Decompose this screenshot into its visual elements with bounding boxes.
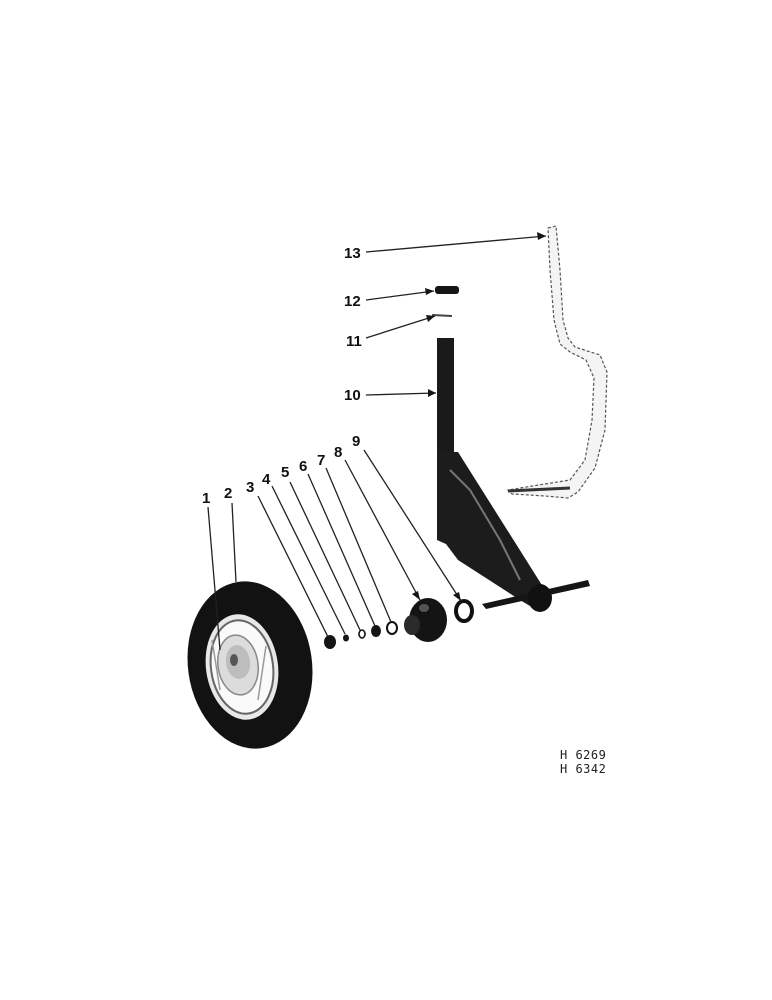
callout-9: 9: [352, 433, 360, 450]
callout-labels: 1 2 3 4 5 6 7 8 9 10 11 12 13: [202, 245, 362, 507]
part-6-bearing: [371, 625, 381, 637]
part-11-clip: [431, 314, 453, 317]
callout-2: 2: [224, 485, 232, 502]
leader-lines: [207, 232, 547, 651]
part-8-hub: [404, 598, 447, 642]
callout-10: 10: [344, 387, 361, 404]
reference-code-1: H 6269: [560, 748, 607, 762]
callout-13: 13: [344, 245, 361, 262]
callout-1: 1: [202, 490, 210, 507]
reference-code-2: H 6342: [560, 762, 607, 776]
callout-7: 7: [317, 452, 325, 469]
leader-10: [365, 392, 437, 396]
part-5-washer: [358, 629, 366, 639]
callout-6: 6: [299, 458, 307, 475]
callout-3: 3: [246, 479, 254, 496]
leader-1: [207, 506, 221, 651]
callout-8: 8: [334, 444, 342, 461]
callout-12: 12: [344, 293, 361, 310]
leader-8: [344, 459, 421, 601]
callout-5: 5: [281, 464, 289, 481]
leader-9: [363, 449, 462, 602]
part-12-pin: [435, 286, 459, 294]
callout-4: 4: [262, 471, 271, 488]
leader-3: [257, 495, 329, 638]
leader-4: [271, 485, 346, 635]
leader-12: [365, 290, 435, 301]
part-3-nut: [324, 635, 336, 649]
part-7-seal: [386, 621, 398, 635]
leader-7: [325, 467, 392, 623]
leader-5: [289, 481, 361, 631]
leader-2: [231, 502, 237, 583]
leader-11: [365, 315, 436, 339]
fender-bracket: [506, 225, 608, 499]
part-9-washer: [454, 599, 474, 623]
leader-6: [307, 473, 376, 627]
part-10-caster-standard: [437, 338, 590, 612]
callout-11: 11: [346, 333, 362, 350]
leader-13: [365, 235, 547, 253]
part-4-washer: [343, 634, 349, 642]
part-1-2-wheel-assembly: [187, 581, 313, 749]
